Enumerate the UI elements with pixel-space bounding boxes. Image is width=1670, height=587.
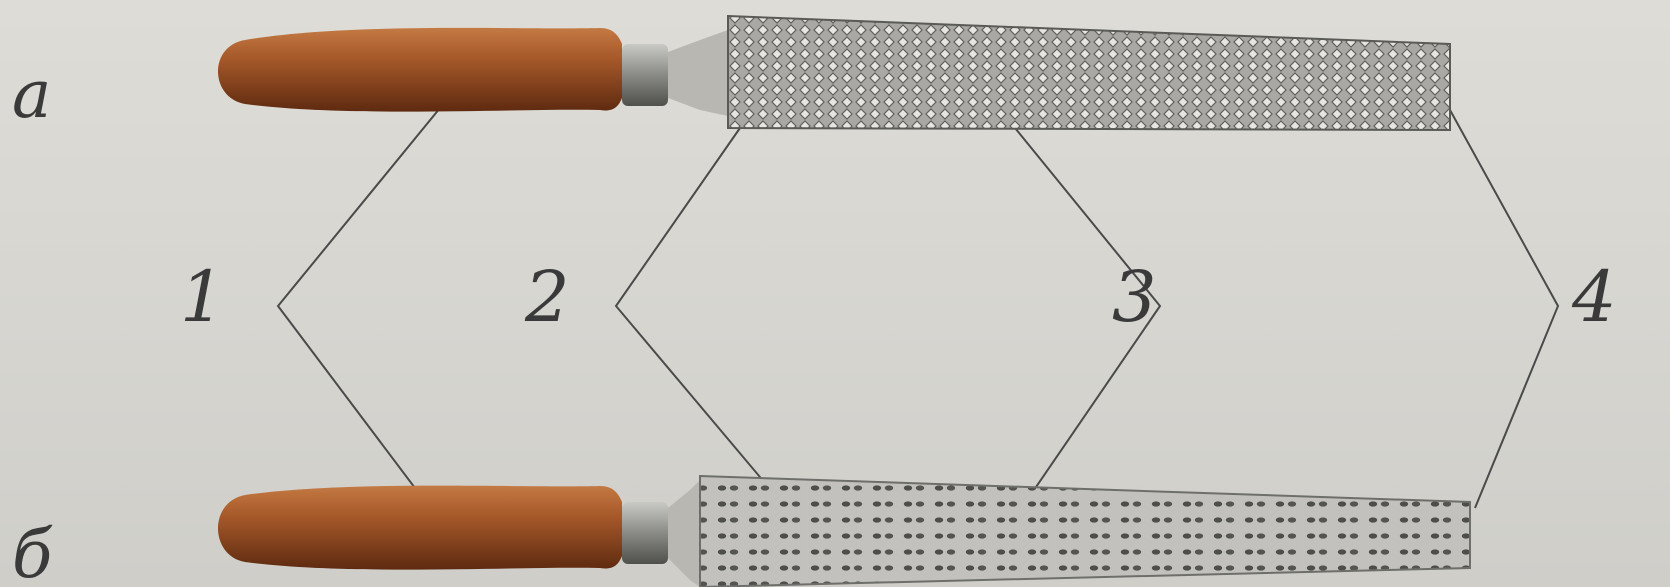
label-3: 3 <box>1112 262 1157 332</box>
ferrule-b <box>622 502 668 564</box>
label-2: 2 <box>525 262 570 332</box>
handle-a <box>218 28 622 112</box>
label-4: 4 <box>1572 262 1617 332</box>
leader-lines <box>278 108 1558 525</box>
file-a <box>218 16 1450 130</box>
label-a: а <box>12 62 51 128</box>
handle-b <box>218 486 622 570</box>
label-b: б <box>12 522 52 587</box>
leader-line-2 <box>616 128 765 483</box>
blade-b <box>700 476 1470 587</box>
label-1: 1 <box>180 262 225 332</box>
file-b <box>218 476 1470 587</box>
leader-line-1 <box>278 108 440 500</box>
blade-a <box>728 16 1450 130</box>
leader-line-4 <box>1450 110 1558 508</box>
tang-a <box>668 30 728 116</box>
tang-b <box>668 480 700 587</box>
ferrule-a <box>622 44 668 106</box>
